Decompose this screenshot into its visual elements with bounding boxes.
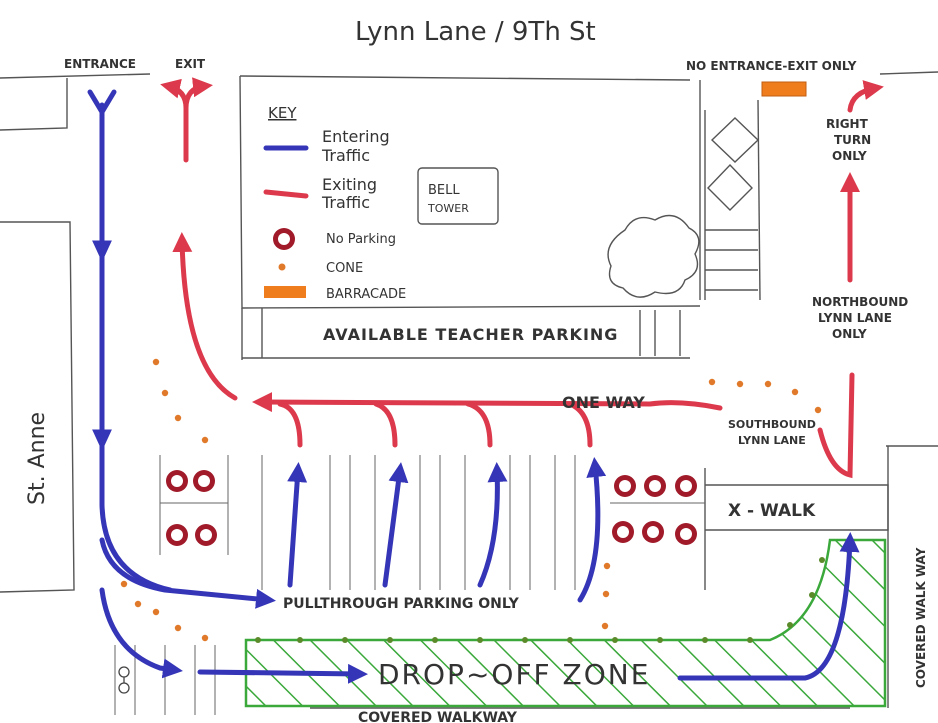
covered-walkway-right: COVERED WALK WAY (914, 547, 928, 688)
key-title: KEY (268, 104, 297, 122)
exiting-swatch (263, 189, 309, 199)
no-parking-icon (166, 524, 188, 546)
bike-icon (118, 666, 130, 694)
exit-label: EXIT (175, 57, 206, 71)
left-street-label: St. Anne (25, 412, 50, 505)
barricade-icon (264, 286, 306, 298)
key-legend: KEY Entering Traffic Exiting Traffic No … (263, 104, 406, 302)
labels: Lynn Lane / 9Th St St. Anne ENTRANCE EXI… (25, 17, 928, 723)
one-way-label: ONE WAY (562, 393, 645, 412)
key-exiting-line2: Traffic (321, 193, 370, 212)
right-turn-line1: RIGHT (826, 117, 869, 131)
outlines (0, 71, 938, 715)
teacher-parking-label: AVAILABLE TEACHER PARKING (323, 325, 618, 344)
no-parking-icon (642, 521, 664, 543)
key-no-parking: No Parking (326, 232, 396, 247)
cone-icon (278, 263, 286, 271)
southbound-line1: SOUTHBOUND (728, 418, 816, 431)
barricade (761, 81, 807, 97)
northbound-line3: ONLY (832, 327, 867, 341)
pull-through-label: PULLTHROUGH PARKING ONLY (283, 596, 520, 612)
northbound-line1: NORTHBOUND (812, 295, 908, 309)
no-parking-icon (193, 470, 215, 492)
cones (120, 358, 822, 642)
key-entering-line2: Traffic (321, 146, 370, 165)
key-entering-line1: Entering (322, 127, 390, 146)
drop-off-label: DROP~OFF ZONE (378, 658, 650, 691)
key-barricade: BARRACADE (326, 287, 406, 302)
no-parking-icon (675, 523, 697, 545)
no-parking-icon (644, 475, 666, 497)
no-entrance-label: NO ENTRANCE-EXIT ONLY (686, 59, 857, 73)
no-parking-icon (166, 470, 188, 492)
right-turn-line3: ONLY (832, 149, 867, 163)
no-parking-signs (166, 470, 697, 546)
no-parking-icon (675, 475, 697, 497)
green-dots (255, 557, 825, 643)
bell-tower-line1: BELL (428, 183, 460, 198)
entrance-label: ENTRANCE (64, 57, 136, 71)
key-cone: CONE (326, 261, 363, 276)
no-parking-icon (612, 521, 634, 543)
key-exiting-line1: Exiting (322, 175, 377, 194)
southbound-line2: LYNN LANE (738, 434, 806, 447)
drop-off-zone (244, 538, 887, 708)
no-parking-icon (195, 524, 217, 546)
exiting-traffic-paths (160, 77, 884, 479)
covered-walkway-bottom: COVERED WALKWAY (358, 710, 518, 723)
bell-tower-line2: TOWER (427, 202, 469, 215)
no-parking-icon (614, 475, 636, 497)
page-title: Lynn Lane / 9Th St (355, 17, 596, 47)
entering-traffic-paths (87, 89, 860, 684)
crosswalk-label: X - WALK (728, 501, 816, 521)
northbound-line2: LYNN LANE (818, 311, 892, 325)
right-turn-line2: TURN (834, 133, 871, 147)
no-parking-icon (273, 228, 295, 250)
